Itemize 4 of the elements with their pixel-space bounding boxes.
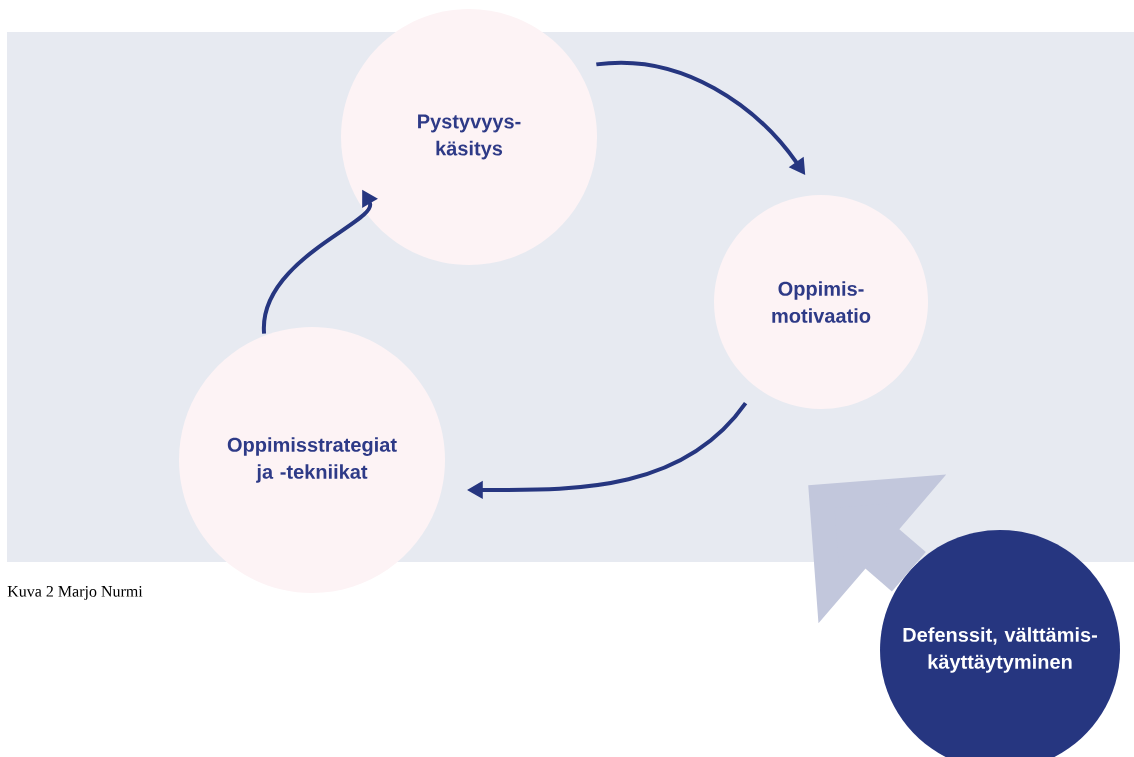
caption: Kuva 2 Marjo Nurmi — [7, 586, 143, 600]
circle-node: Oppimis- motivaatio — [714, 195, 928, 409]
circle-node: Oppimisstrategiat ja -tekniikat — [179, 327, 445, 593]
circle-node: Pystyvyys- käsitys — [341, 9, 597, 265]
